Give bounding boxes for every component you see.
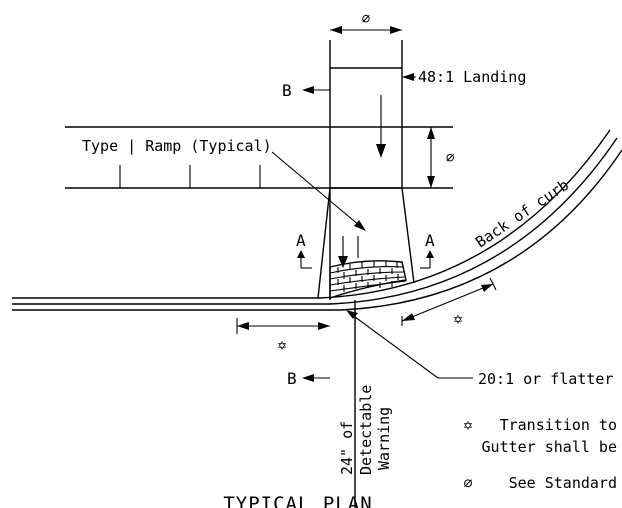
warning-line-2: Detectable xyxy=(357,385,375,475)
legend-std-symbol: ⌀ xyxy=(463,474,472,492)
warning-line-1: 24" of xyxy=(338,421,356,475)
drawing-title: TYPICAL PLAN xyxy=(223,493,372,508)
legend-star-symbol: ✡ xyxy=(463,416,472,434)
section-b-bottom: B xyxy=(287,369,330,388)
landing-depth-dimension: ⌀ xyxy=(418,126,455,189)
section-label-b-top: B xyxy=(282,81,292,100)
legend: ✡ Transition to Gutter shall be ⌀ See St… xyxy=(463,416,617,492)
curb-lines xyxy=(12,129,622,508)
section-a-left: A xyxy=(296,231,312,269)
star-symbol-right: ✡ xyxy=(453,310,462,328)
std-symbol-right: ⌀ xyxy=(446,150,455,166)
detectable-warning-label: 24" of Detectable Warning xyxy=(338,385,393,475)
landing-label: 48:1 Landing xyxy=(418,68,526,86)
legend-star-line-1: Transition to xyxy=(500,416,617,434)
slope-label: 20:1 or flatter xyxy=(478,370,613,388)
legend-star-line-2: Gutter shall be xyxy=(482,438,617,456)
back-of-curb-label: Back of curb xyxy=(472,176,572,252)
section-label-a-right: A xyxy=(425,231,435,250)
right-transition-dimension: ✡ xyxy=(401,277,497,328)
section-a-right: A xyxy=(420,231,435,269)
landing-leader: 48:1 Landing xyxy=(402,68,526,86)
section-b-top: B xyxy=(282,81,330,100)
star-symbol-left: ✡ xyxy=(277,336,286,354)
ramp-label: Type | Ramp (Typical) xyxy=(82,137,272,155)
left-transition-dimension: ✡ xyxy=(236,318,330,354)
curb-ramp xyxy=(317,187,415,299)
ramp-leader: Type | Ramp (Typical) xyxy=(82,137,366,231)
detectable-warning-pad xyxy=(329,260,407,299)
warning-line-3: Warning xyxy=(375,407,393,470)
landing-width-dimension: ⌀ xyxy=(330,11,402,34)
section-label-a-left: A xyxy=(296,231,306,250)
std-symbol-top: ⌀ xyxy=(362,11,371,27)
landing xyxy=(329,40,403,300)
legend-std-text: See Standard xyxy=(509,474,617,492)
slope-leader: 20:1 or flatter xyxy=(346,310,613,388)
section-label-b-bottom: B xyxy=(287,369,297,388)
